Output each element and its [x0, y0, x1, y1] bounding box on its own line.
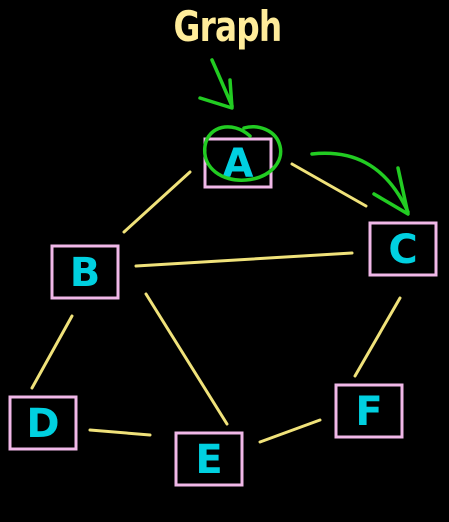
node-b: B	[50, 244, 120, 300]
node-label-f: F	[355, 389, 382, 435]
entry-arrow-head	[198, 78, 234, 110]
node-d: D	[8, 395, 78, 451]
node-c: C	[368, 221, 438, 277]
edge-d-e	[88, 428, 152, 437]
edge-a-c	[290, 162, 368, 208]
edge-b-e	[144, 292, 229, 426]
diagram-title: Graph	[173, 2, 282, 51]
node-box-f	[334, 383, 404, 439]
node-label-c: C	[388, 227, 417, 273]
edge-a-b	[122, 170, 192, 234]
traversal-arrow	[310, 151, 410, 214]
node-label-d: D	[26, 401, 59, 447]
annotation-layer	[198, 58, 410, 216]
node-label-b: B	[70, 250, 101, 296]
node-box-a	[203, 137, 273, 189]
node-box-c	[368, 221, 438, 277]
start-node-circle	[203, 125, 283, 182]
edge-e-f	[258, 418, 322, 444]
node-f: F	[334, 383, 404, 439]
node-label-e: E	[195, 437, 222, 483]
node-e: E	[174, 431, 244, 487]
edge-b-d	[30, 314, 74, 390]
node-box-e	[174, 431, 244, 487]
node-box-d	[8, 395, 78, 451]
edge-c-f	[353, 296, 402, 378]
node-box-b	[50, 244, 120, 300]
traversal-arrow-head	[372, 166, 410, 216]
edges-layer	[30, 162, 402, 444]
edge-b-c	[134, 251, 354, 268]
